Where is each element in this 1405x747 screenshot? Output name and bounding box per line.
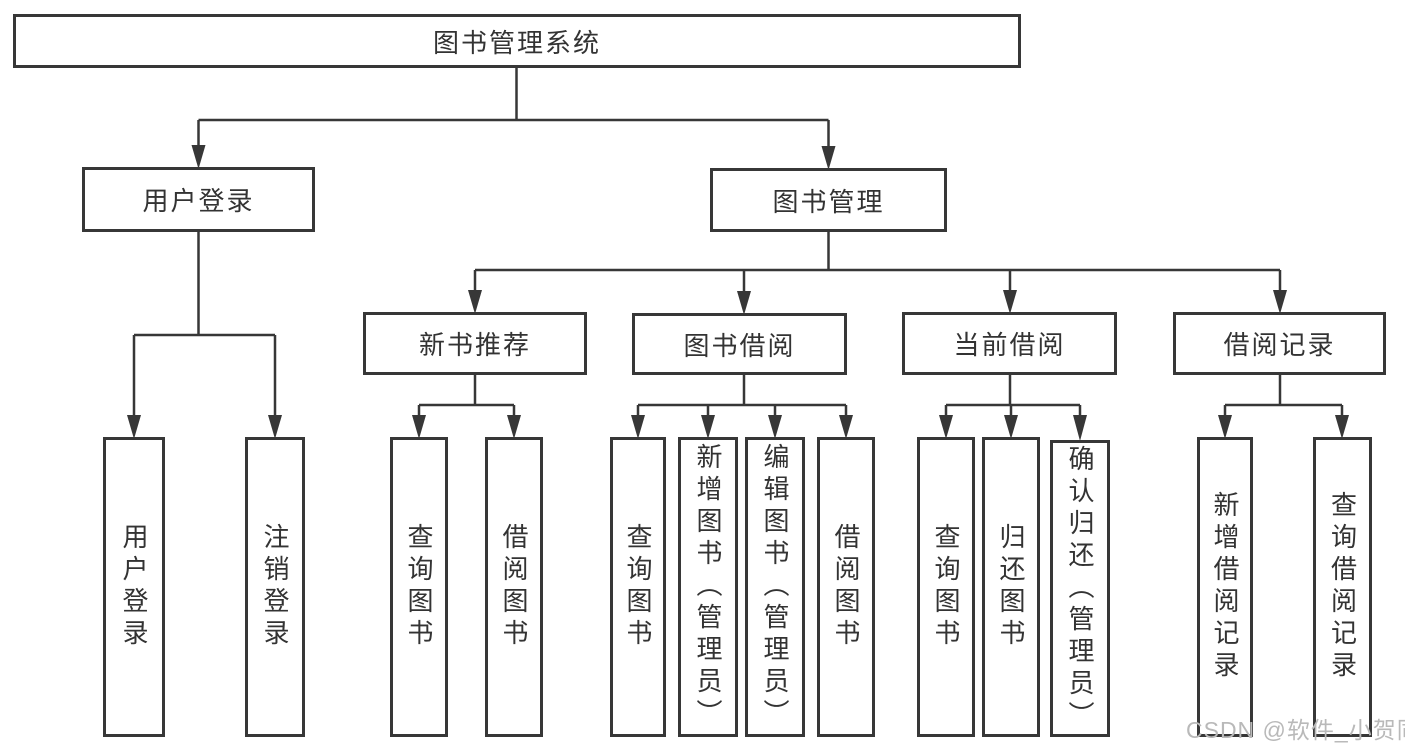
node-query-books-current: 查询图书: [917, 437, 975, 737]
node-borrowing-records: 借阅记录: [1173, 312, 1386, 375]
node-label: 借阅记录: [1223, 330, 1336, 360]
node-label: 查询图书: [931, 523, 961, 651]
node-label: 当前借阅: [953, 330, 1066, 360]
node-query-books-recommend: 查询图书: [390, 437, 448, 737]
node-label: 图书借阅: [683, 330, 796, 361]
node-return-book: 归还图书: [982, 437, 1040, 737]
node-label: 新书推荐: [418, 330, 531, 360]
node-label: 借阅图书: [831, 523, 861, 651]
node-label: 查询借阅记录: [1327, 491, 1358, 683]
node-label: 新增图书（管理员）: [693, 443, 723, 731]
node-borrow-books-recommend: 借阅图书: [485, 437, 543, 737]
node-book-borrowing: 图书借阅: [632, 313, 847, 375]
node-label: 查询图书: [404, 523, 434, 651]
watermark-text: CSDN @软件_小贺同学: [1186, 717, 1405, 743]
node-label: 新增借阅记录: [1210, 491, 1240, 683]
node-user-login-leaf: 用户登录: [103, 437, 165, 737]
node-book-management: 图书管理: [710, 168, 947, 232]
node-confirm-return-admin: 确认归还（管理员）: [1050, 440, 1110, 737]
node-query-borrow-record: 查询借阅记录: [1313, 437, 1372, 737]
node-label: 查询图书: [623, 523, 653, 651]
node-label: 图书管理: [772, 186, 885, 217]
node-library-system: 图书管理系统: [13, 14, 1021, 68]
node-label: 确认归还（管理员）: [1065, 444, 1095, 733]
node-label: 图书管理系统: [432, 27, 601, 58]
node-label: 借阅图书: [499, 523, 529, 651]
node-query-books-borrowing: 查询图书: [610, 437, 666, 737]
node-add-borrow-record: 新增借阅记录: [1197, 437, 1253, 737]
node-current-borrowing: 当前借阅: [902, 312, 1117, 375]
node-user-login: 用户登录: [82, 167, 315, 232]
node-label: 归还图书: [996, 523, 1026, 651]
node-new-book-recommendation: 新书推荐: [363, 312, 587, 375]
node-edit-book-admin: 编辑图书（管理员）: [745, 437, 805, 737]
node-label: 用户登录: [119, 523, 149, 651]
node-label: 注销登录: [260, 523, 290, 651]
node-label: 编辑图书（管理员）: [760, 443, 790, 731]
arrowhead-icons: [127, 145, 1349, 441]
node-borrow-books-borrowing: 借阅图书: [817, 437, 875, 737]
node-add-book-admin: 新增图书（管理员）: [678, 437, 738, 737]
node-label: 用户登录: [142, 186, 255, 216]
node-logout: 注销登录: [245, 437, 305, 737]
